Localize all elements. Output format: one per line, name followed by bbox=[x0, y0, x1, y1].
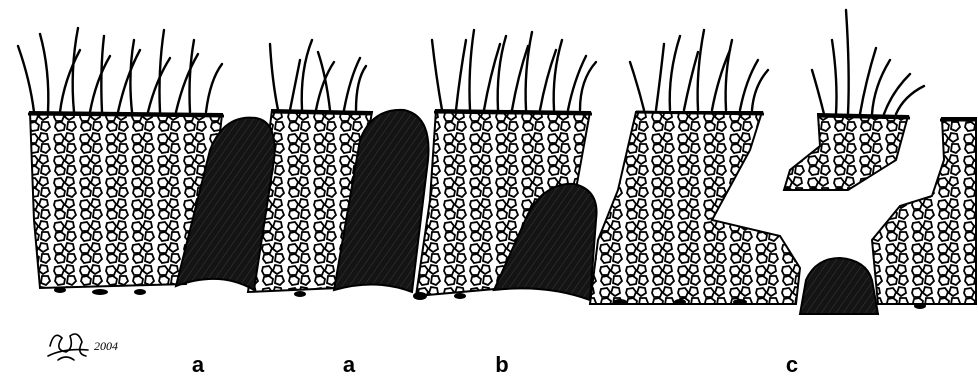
soil-block-4 bbox=[590, 112, 800, 304]
panel-label-c: c bbox=[786, 354, 798, 376]
panel-label-b: b bbox=[495, 354, 508, 376]
panel-label-a-first: a bbox=[192, 354, 204, 376]
grass-tuft-icon bbox=[18, 10, 924, 114]
signature-year: 2004 bbox=[94, 339, 118, 353]
panel-label-a-second: a bbox=[343, 354, 355, 376]
soil-fragment-c bbox=[784, 114, 908, 190]
signature-icon: 2004 bbox=[44, 326, 154, 366]
burrow-tunnel-icon bbox=[800, 258, 878, 314]
